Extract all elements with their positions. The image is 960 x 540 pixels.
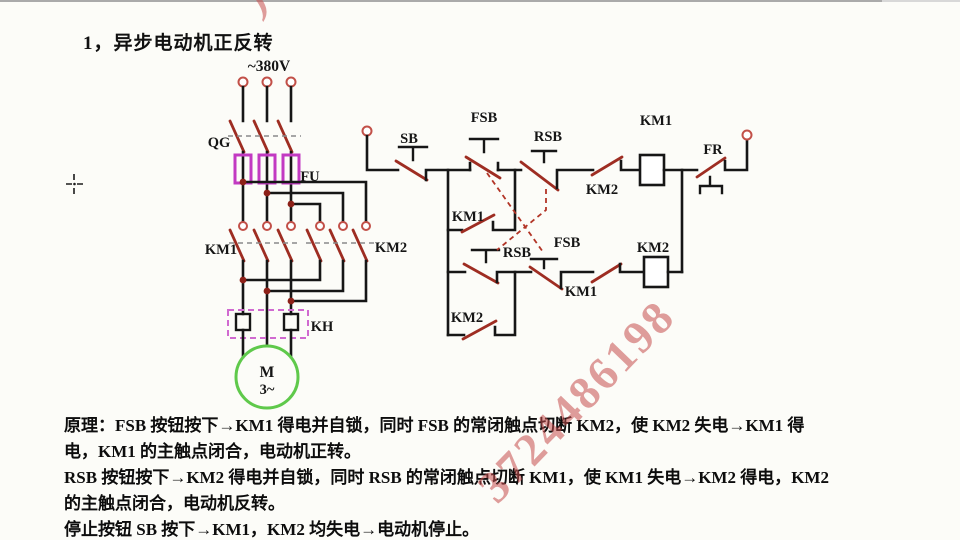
crosshair-cursor xyxy=(66,174,83,194)
rsb-nc-actuator xyxy=(530,149,558,164)
qg-label: QG xyxy=(208,135,231,151)
km2-main-blades xyxy=(305,228,369,263)
rsb-link-dash xyxy=(496,189,547,251)
km2-nc-label: KM2 xyxy=(586,182,618,198)
principle-line: 的主触点闭合，电动机反转。 xyxy=(64,494,285,513)
fsb-nc-actuator xyxy=(529,257,559,270)
supply-terminal xyxy=(237,76,249,88)
sb-actuator xyxy=(397,145,429,162)
km1-nc-label: KM1 xyxy=(565,284,597,300)
km1-main-terminal xyxy=(262,221,272,231)
control-terminal-right xyxy=(741,129,753,141)
principle-line: RSB 按钮按下→KM2 得电并自锁，同时 RSB 的常闭触点切断 KM1，使 … xyxy=(64,468,829,487)
km1-coil-label: KM1 xyxy=(640,113,672,129)
fsb-nc-label: FSB xyxy=(554,235,581,251)
km2-hold-label: KM2 xyxy=(451,310,483,326)
km1-coil xyxy=(638,153,666,187)
fsb-actuator xyxy=(468,137,500,154)
kh-heater-element xyxy=(234,312,252,332)
motor-label: M xyxy=(260,364,275,381)
km2-nc-blade xyxy=(590,155,624,177)
fu-label: FU xyxy=(300,169,320,185)
control-terminal-left xyxy=(361,125,373,137)
fsb-nc-blade xyxy=(528,265,564,291)
window-top-border xyxy=(0,0,960,2)
motor-circle xyxy=(234,344,300,410)
km2-coil-label: KM2 xyxy=(637,240,669,256)
fsb-link-dash xyxy=(486,172,544,253)
fr-nc-blade xyxy=(695,156,727,179)
km1-nc-blade xyxy=(590,262,623,284)
principle-text: 原理：FSB 按钮按下→KM1 得电并自锁，同时 FSB 的常闭触点切断 KM2… xyxy=(64,413,934,540)
fsb-no-blade xyxy=(464,155,502,180)
rsb-no-actuator xyxy=(470,248,501,264)
km1-main-terminal xyxy=(238,221,248,231)
km2-main-terminal xyxy=(315,221,325,231)
kh-relay-box xyxy=(227,309,309,339)
km2-coil xyxy=(642,255,670,289)
km1-main-terminal xyxy=(286,221,296,231)
page-title: 1，异步电动机正反转 xyxy=(83,33,274,54)
rsb-nc-label: RSB xyxy=(534,129,563,145)
km2-main-terminal xyxy=(338,221,348,231)
fr-label: FR xyxy=(703,142,723,158)
km1-main-blades xyxy=(228,228,294,263)
sb-nc-blade xyxy=(394,159,429,182)
rsb-no-blade xyxy=(462,262,500,285)
supply-voltage-label: ~380V xyxy=(248,58,291,75)
sb-label: SB xyxy=(400,131,418,147)
rsb-nc-blade xyxy=(519,160,560,192)
motor-phase-label: 3~ xyxy=(260,382,275,398)
fsb-label: FSB xyxy=(471,110,498,126)
supply-terminal xyxy=(285,76,297,88)
km1-main-label: KM1 xyxy=(205,242,237,258)
kh-heater-element xyxy=(282,312,300,332)
km2-main-terminal xyxy=(361,221,371,231)
km1-hold-blade xyxy=(460,213,496,234)
principle-line: 停止按钮 SB 按下→KM1，KM2 均失电→电动机停止。 xyxy=(64,520,480,539)
fr-thermal-symbol xyxy=(698,175,724,195)
kh-label: KH xyxy=(311,319,334,335)
supply-terminal xyxy=(261,76,273,88)
control-circuit: SB FSB RSB KM2 KM1 FR KM1 RSB FSB KM1 KM… xyxy=(361,110,753,341)
km2-main-label: KM2 xyxy=(375,240,407,256)
principle-line: 原理：FSB 按钮按下→KM1 得电并自锁，同时 FSB 的常闭触点切断 KM2… xyxy=(64,416,805,435)
power-circuit: M 3~ ~380V QG FU KM1 KM2 KH xyxy=(205,58,407,410)
km2-hold-blade xyxy=(461,319,498,341)
km1-hold-label: KM1 xyxy=(452,209,484,225)
rsb-no-label: RSB xyxy=(503,245,532,261)
principle-line: 电，KM1 的主触点闭合，电动机正转。 xyxy=(64,442,362,461)
